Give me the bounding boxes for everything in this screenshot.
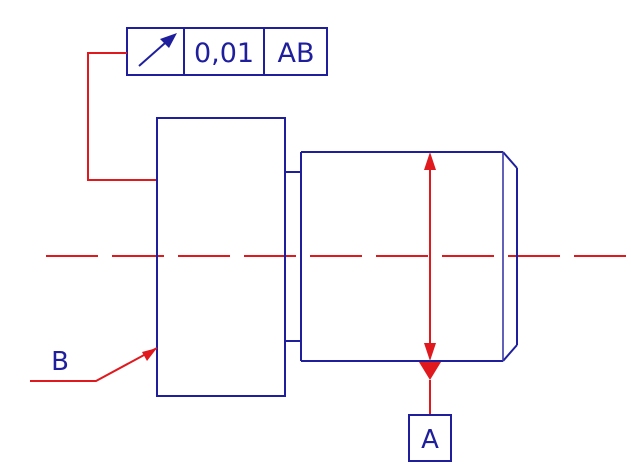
circular-runout-icon bbox=[138, 33, 177, 67]
datum-a-box: A bbox=[408, 414, 452, 462]
neck-outline bbox=[285, 171, 301, 342]
datum-a-label: A bbox=[421, 425, 439, 455]
datum-a-marker bbox=[419, 362, 441, 415]
frame-leader-line bbox=[87, 52, 157, 181]
datum-b-leader bbox=[30, 347, 158, 382]
tolerance-frame: 0,01 AB bbox=[126, 27, 328, 76]
tolerance-value: 0,01 bbox=[194, 38, 254, 69]
large-cylinder-outline bbox=[156, 117, 286, 397]
diameter-dimension bbox=[424, 152, 436, 361]
small-cylinder-outline bbox=[300, 151, 518, 362]
datum-b-label: B bbox=[51, 347, 69, 377]
tolerance-frame-border bbox=[126, 27, 328, 76]
datum-reference: AB bbox=[278, 38, 315, 69]
